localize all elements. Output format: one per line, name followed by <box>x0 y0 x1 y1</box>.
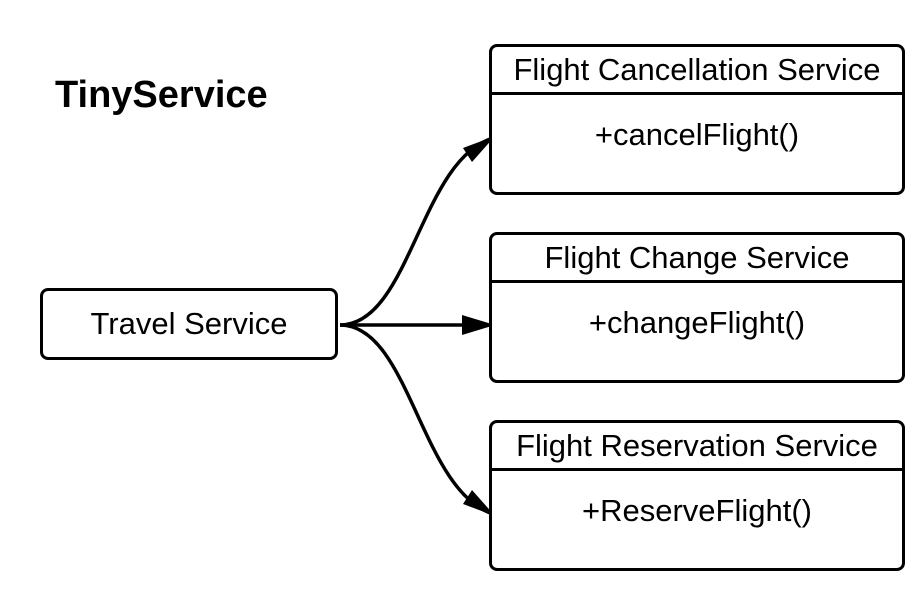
service-operation: +cancelFlight() <box>594 117 800 152</box>
travel-service-box: Travel Service <box>40 288 338 360</box>
flight-cancellation-service-box: Flight Cancellation Service +cancelFligh… <box>489 44 905 195</box>
service-name: Flight Change Service <box>492 235 902 283</box>
flight-change-service-box: Flight Change Service +changeFlight() <box>489 232 905 383</box>
arrow-to-reservation-service <box>339 323 494 516</box>
diagram-title: TinyService <box>55 74 268 116</box>
arrowhead-reservation-icon <box>463 490 495 516</box>
arrowhead-change-icon <box>462 315 495 335</box>
flight-reservation-service-box: Flight Reservation Service +ReserveFligh… <box>489 420 905 571</box>
service-operation: +changeFlight() <box>588 305 806 340</box>
arrow-to-cancellation-service <box>339 136 494 327</box>
travel-service-label: Travel Service <box>90 306 288 341</box>
service-operation: +ReserveFlight() <box>582 493 812 528</box>
arrowhead-cancellation-icon <box>463 136 495 162</box>
service-name: Flight Cancellation Service <box>492 47 902 95</box>
service-name: Flight Reservation Service <box>492 423 902 471</box>
